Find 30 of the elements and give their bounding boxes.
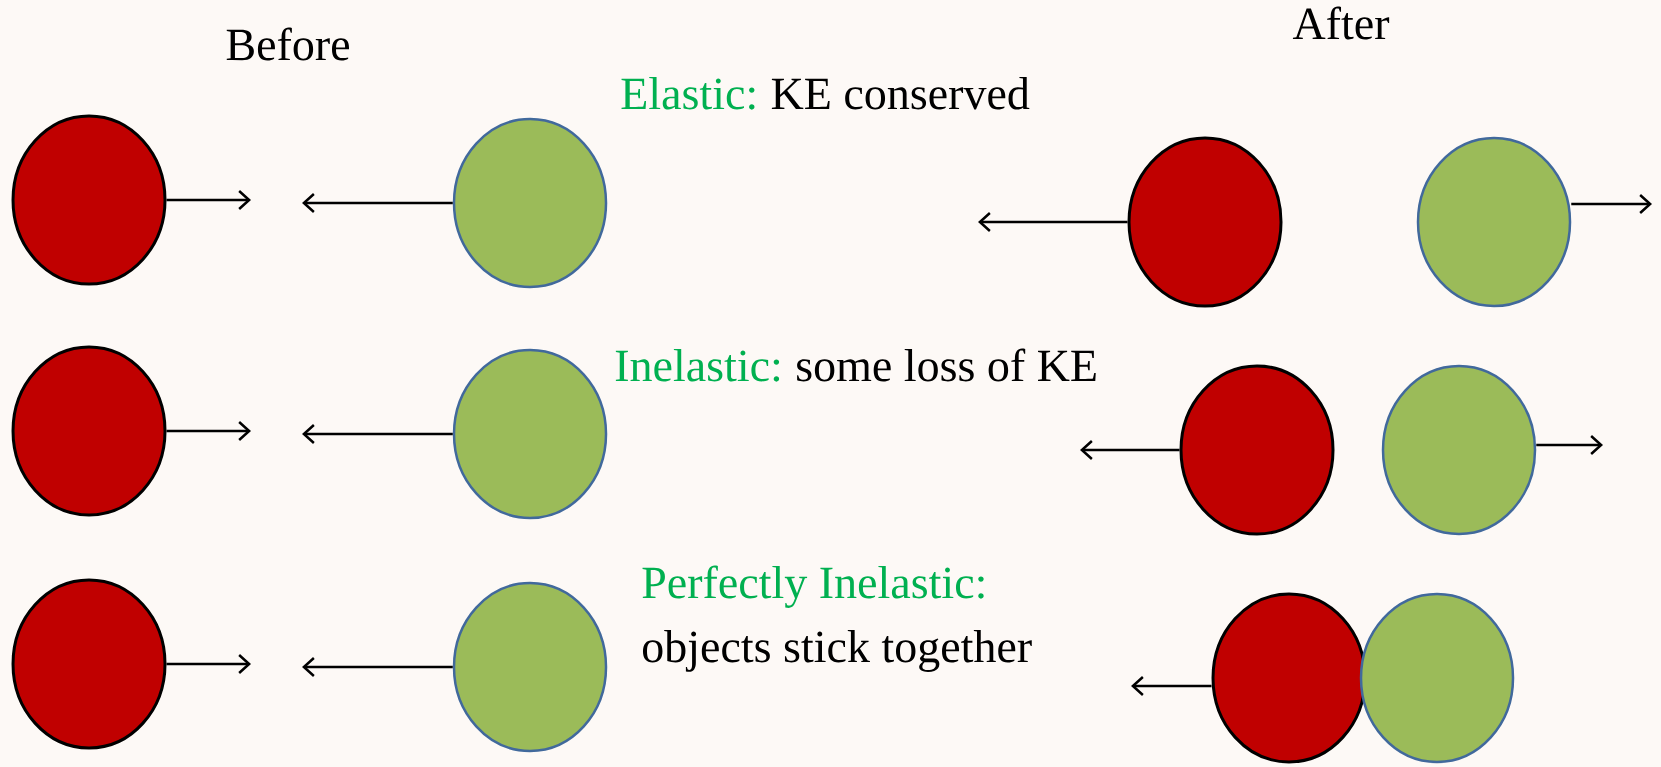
description: some loss of KE bbox=[797, 348, 1096, 382]
arrow bbox=[1080, 440, 1180, 460]
ball bbox=[452, 117, 608, 289]
arrow bbox=[166, 421, 251, 441]
arrow bbox=[1536, 435, 1603, 455]
ball bbox=[1127, 136, 1283, 308]
ball bbox=[1416, 136, 1572, 308]
arrow bbox=[978, 212, 1128, 232]
arrow bbox=[166, 190, 251, 210]
arrow bbox=[1571, 194, 1652, 214]
ball bbox=[11, 114, 167, 286]
collision-type: Elastic: bbox=[621, 77, 755, 110]
heading: After bbox=[1292, 6, 1390, 40]
collision-type: Perfectly Inelastic: bbox=[642, 565, 984, 608]
ball bbox=[452, 581, 608, 753]
ball bbox=[11, 345, 167, 517]
arrow bbox=[302, 657, 453, 677]
arrow bbox=[302, 193, 453, 213]
arrow bbox=[302, 424, 453, 444]
collision-type: Inelastic: bbox=[615, 349, 780, 382]
arrow bbox=[166, 654, 251, 674]
ball bbox=[1381, 364, 1537, 536]
ball bbox=[452, 348, 608, 520]
ball bbox=[11, 578, 167, 750]
ball bbox=[1359, 592, 1515, 764]
heading: Before bbox=[226, 27, 349, 61]
arrow bbox=[1131, 676, 1212, 696]
description: KE conserved bbox=[771, 77, 1030, 110]
ball bbox=[1179, 364, 1335, 536]
description: objects stick together bbox=[642, 630, 1032, 672]
